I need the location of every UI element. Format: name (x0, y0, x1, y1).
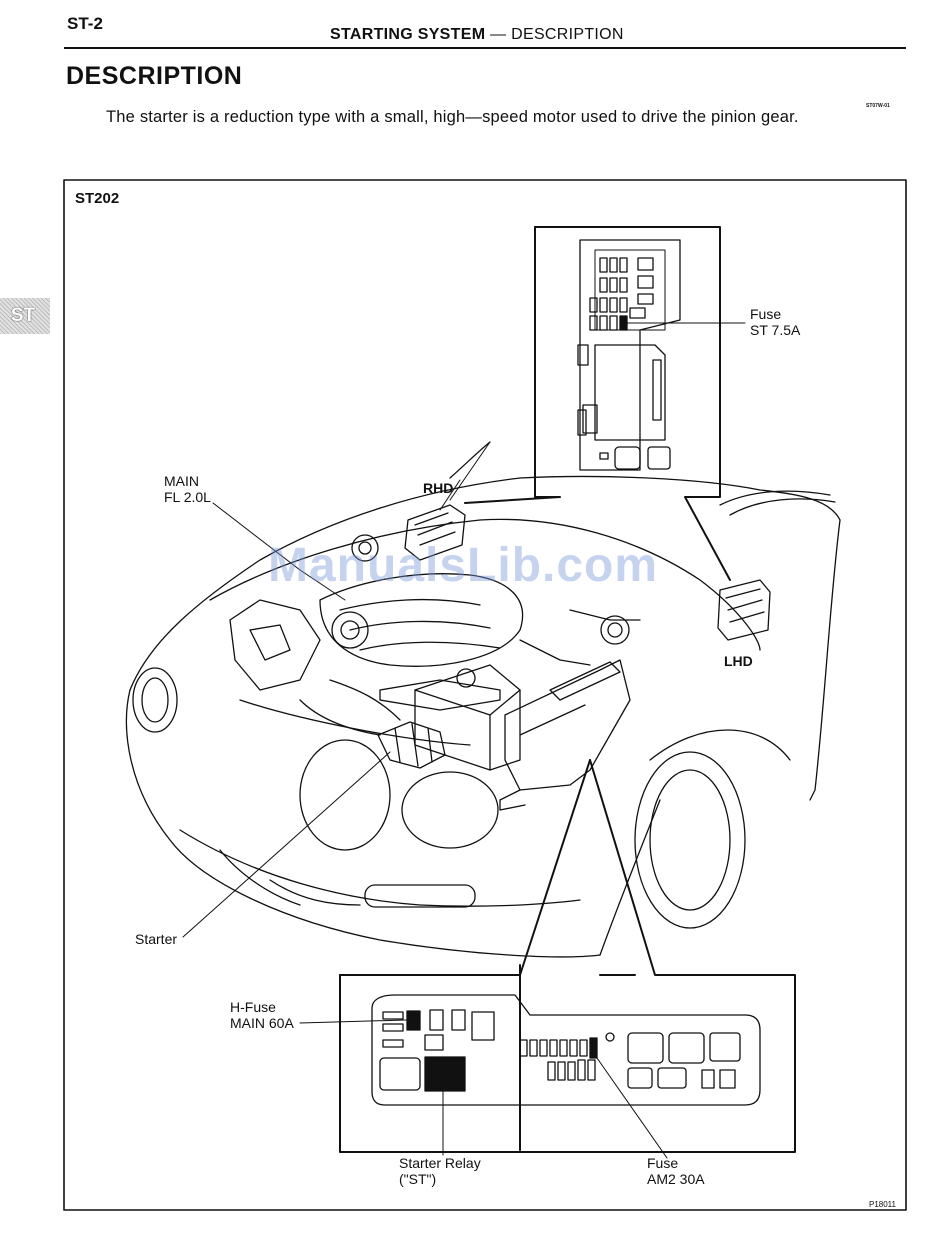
figure-code: ST202 (75, 190, 119, 207)
label-fuse-st: Fuse ST 7.5A (750, 306, 800, 338)
label-fuse-am2: Fuse AM2 30A (647, 1155, 705, 1187)
label-main-line2: FL 2.0L (164, 489, 211, 505)
rhd-fuse-block-inset (465, 227, 745, 580)
label-starter-relay-line2: ("ST") (399, 1171, 481, 1187)
figure-id: P18011 (869, 1200, 896, 1209)
label-lhd: LHD (724, 653, 753, 669)
label-h-fuse-line1: H-Fuse (230, 999, 294, 1015)
label-fuse-am2-line2: AM2 30A (647, 1171, 705, 1187)
label-fuse-st-line2: ST 7.5A (750, 322, 800, 338)
label-h-fuse-line2: MAIN 60A (230, 1015, 294, 1031)
label-h-fuse: H-Fuse MAIN 60A (230, 999, 294, 1031)
watermark: ManualsLib.com (268, 538, 658, 593)
label-fuse-am2-line1: Fuse (647, 1155, 705, 1171)
relay-block-inset (340, 760, 795, 1152)
label-rhd: RHD (423, 480, 453, 496)
label-fuse-st-line1: Fuse (750, 306, 800, 322)
label-starter-relay: Starter Relay ("ST") (399, 1155, 481, 1187)
label-main-fusible-link: MAIN FL 2.0L (164, 473, 211, 505)
label-starter-relay-line1: Starter Relay (399, 1155, 481, 1171)
label-starter: Starter (135, 931, 177, 947)
label-main-line1: MAIN (164, 473, 211, 489)
